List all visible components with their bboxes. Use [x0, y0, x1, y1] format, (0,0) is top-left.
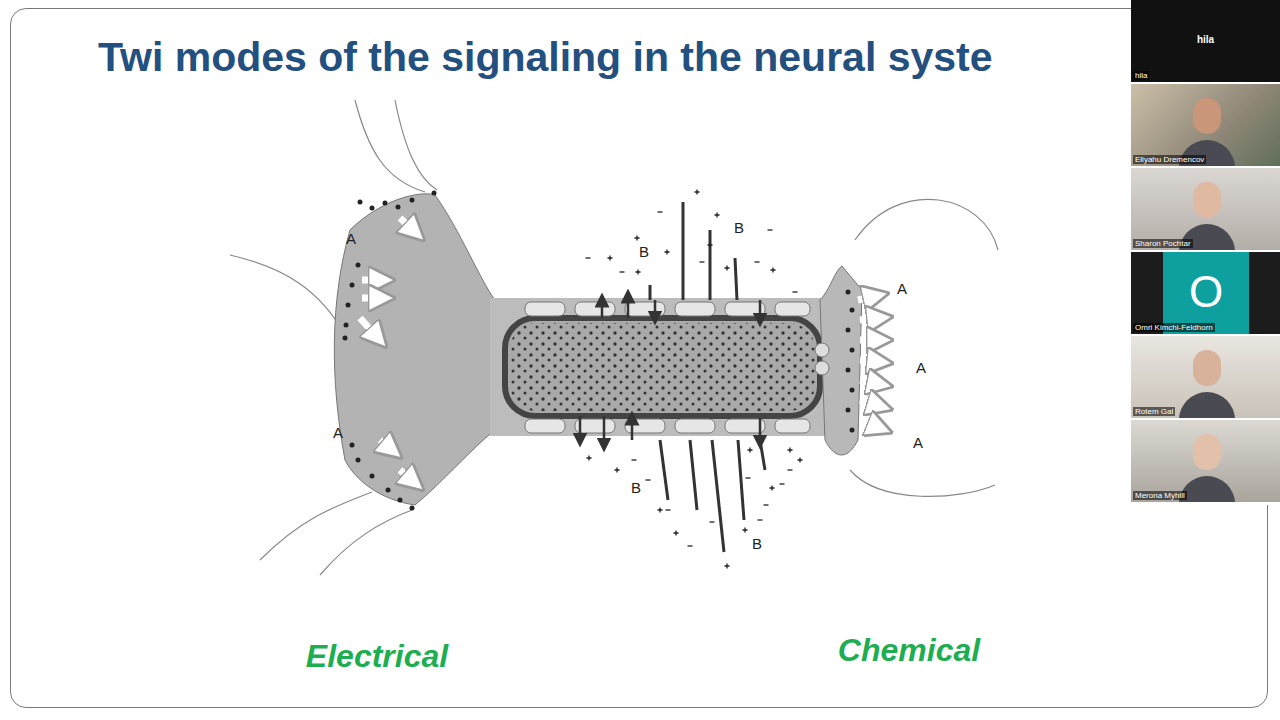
region-label: B [631, 479, 641, 496]
slide-title: Twi modes of the signaling in the neural… [98, 34, 993, 81]
speaker-name: hila [1131, 34, 1280, 45]
charge-signs [586, 190, 803, 569]
region-label: A [916, 359, 926, 376]
participant-tile: Sharon Pochtar [1131, 168, 1280, 250]
participant-tile: Rotem Gal [1131, 336, 1280, 418]
region-label: B [734, 219, 744, 236]
axon [490, 266, 862, 455]
participant-name: Rotem Gal [1133, 407, 1175, 416]
participant-tile: O Omri Kimchi-Feldhorn [1131, 252, 1280, 334]
participant-face [1193, 434, 1221, 470]
region-label: A [333, 424, 343, 441]
participant-name: Omri Kimchi-Feldhorn [1133, 323, 1215, 332]
participant-face [1193, 350, 1221, 386]
participant-name: Eliyahu Dremencov [1133, 155, 1206, 164]
participant-name: hila [1133, 71, 1149, 80]
mode-label: Electrical [306, 638, 448, 675]
current-arrows [360, 218, 880, 482]
participant-name: Sharon Pochtar [1133, 239, 1193, 248]
avatar-initial: O [1163, 266, 1249, 318]
region-label: A [897, 280, 907, 297]
region-label: B [752, 535, 762, 552]
participant-body [1179, 476, 1235, 502]
region-label: A [346, 230, 356, 247]
mode-label: Chemical [838, 632, 980, 669]
participant-name: Merona Myhill [1133, 491, 1187, 500]
synapse-dots [343, 191, 855, 511]
participant-panel: hila hilaEliyahu DremencovSharon PochtarO… [1131, 0, 1280, 505]
participant-face [1193, 182, 1221, 218]
soma [334, 194, 495, 505]
region-label: A [913, 434, 923, 451]
participant-tile: hila hila [1131, 0, 1280, 82]
participant-tile: Eliyahu Dremencov [1131, 84, 1280, 166]
participant-body [1179, 392, 1235, 418]
participant-face [1193, 98, 1221, 134]
axon-current-arrows [580, 296, 760, 445]
presynaptic-outlines [230, 100, 998, 575]
field-lines [650, 202, 765, 552]
region-label: B [639, 243, 649, 260]
participant-tile: Merona Myhill [1131, 420, 1280, 502]
